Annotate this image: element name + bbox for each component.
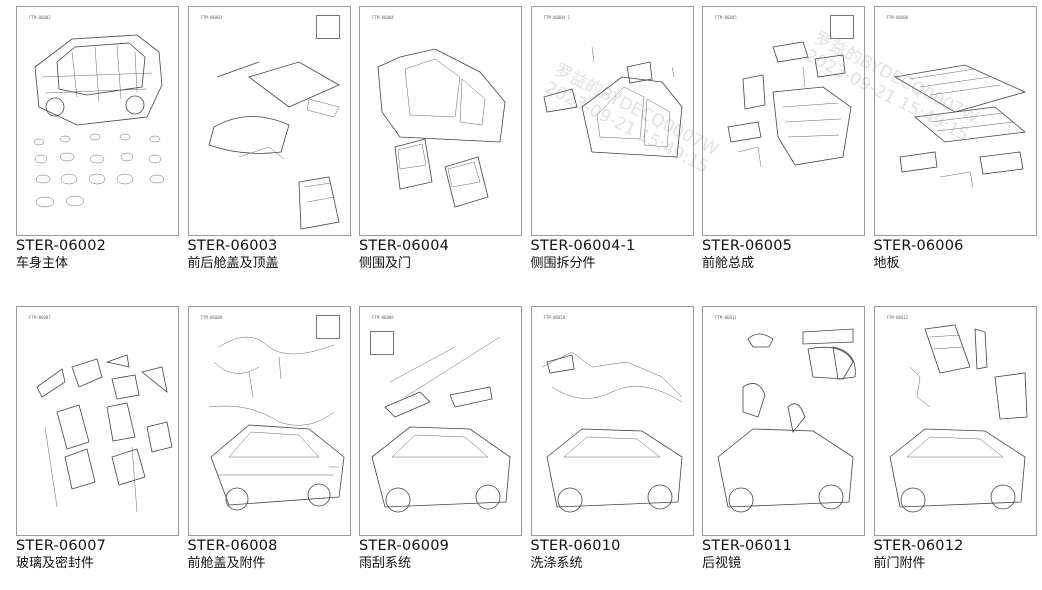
part-code: STER-06004-1 — [530, 238, 636, 254]
drawing-id-label: FTM-06003 — [200, 15, 223, 20]
diagram-thumbnail[interactable]: FTM-06011 — [702, 306, 865, 536]
diagram-thumbnail[interactable]: FTM-06010 — [530, 306, 694, 536]
part-name: 地板 — [873, 256, 900, 271]
side-panel-split-diagram — [543, 46, 682, 158]
part-name: 前舱盖及附件 — [187, 556, 266, 571]
diagram-thumbnail[interactable]: FTM-06004-1 — [530, 6, 694, 236]
drawing-id-label: FTM-06004-1 — [543, 15, 571, 20]
part-preview-icon — [370, 331, 394, 355]
part-code: STER-06009 — [359, 538, 450, 554]
part-code: STER-06002 — [16, 238, 107, 254]
part-code: STER-06006 — [873, 238, 964, 254]
drawing-id-label: FTM-06008 — [200, 315, 223, 320]
part-code: STER-06010 — [530, 538, 621, 554]
catalog-card[interactable]: FTM-06011 STER-06011 后视镜 — [702, 306, 865, 582]
part-name: 洗涤系统 — [530, 556, 583, 571]
catalog-card[interactable]: FTM-06006 STER-06006 地板 — [873, 6, 1037, 282]
part-name: 后视镜 — [702, 556, 742, 571]
drawing-id-label: FTM-06005 — [715, 15, 737, 20]
drawing-id-label: FTM-06006 — [886, 15, 909, 20]
drawing-id-label: FTM-06007 — [29, 315, 51, 320]
rear-view-mirror-diagram — [717, 328, 856, 513]
body-in-white-diagram — [33, 34, 165, 208]
washer-system-diagram — [541, 351, 682, 513]
diagram-thumbnail[interactable]: FTM-06005 — [702, 6, 865, 236]
diagram-thumbnail[interactable]: FTM-06002 — [16, 6, 179, 236]
drawing-id-label: FTM-06012 — [886, 315, 909, 320]
part-code: STER-06011 — [702, 538, 793, 554]
diagram-thumbnail[interactable]: FTM-06006 — [873, 6, 1037, 236]
diagram-thumbnail[interactable]: FTM-06009 — [359, 306, 522, 536]
part-name: 车身主体 — [16, 256, 69, 271]
part-preview-icon — [315, 315, 340, 339]
catalog-card[interactable]: FTM-06005 STER-06005 前舱总成 — [702, 6, 865, 282]
part-code: STER-06007 — [16, 538, 107, 554]
catalog-card[interactable]: FTM-06003 STER-06003 前后舱盖及顶盖 — [187, 6, 351, 282]
part-code: STER-06005 — [702, 238, 793, 254]
wiper-system-diagram — [371, 336, 511, 513]
catalog-card[interactable]: FTM-06012 STER-06012 前门附件 — [873, 306, 1037, 582]
part-name: 侧围拆分件 — [530, 256, 596, 271]
diagram-thumbnail[interactable]: FTM-06008 — [187, 306, 351, 536]
drawing-id-label: FTM-06002 — [29, 15, 51, 20]
part-name: 玻璃及密封件 — [16, 556, 95, 571]
part-name: 前门附件 — [873, 556, 926, 571]
catalog-card[interactable]: FTM-06010 STER-06010 洗涤系统 — [530, 306, 694, 582]
drawing-id-label: FTM-06004 — [372, 15, 394, 20]
hood-roof-diagram — [208, 61, 340, 230]
diagram-thumbnail[interactable]: FTM-06012 — [873, 306, 1037, 536]
catalog-card[interactable]: FTM-06004-1 STER-06004-1 侧围拆分件 — [530, 6, 694, 282]
catalog-card[interactable]: FTM-06007 STER-06007 玻璃及密封件 — [16, 306, 179, 582]
part-code: STER-06003 — [187, 238, 278, 254]
part-name: 侧围及门 — [359, 256, 412, 271]
part-preview-icon — [830, 15, 854, 39]
glass-seals-diagram — [36, 354, 173, 513]
side-panel-doors-diagram — [377, 48, 506, 208]
catalog-card[interactable]: FTM-06008 STER-06008 前舱盖及附件 — [187, 306, 351, 582]
front-door-accessories-diagram — [889, 324, 1027, 513]
drawing-id-label: FTM-06009 — [372, 315, 394, 320]
drawing-id-label: FTM-06011 — [715, 315, 737, 320]
diagram-thumbnail[interactable]: FTM-06004 — [359, 6, 522, 236]
drawing-id-label: FTM-06010 — [543, 315, 566, 320]
catalog-card[interactable]: FTM-06002 STER-06002 车身主体 — [16, 6, 179, 282]
catalog-card[interactable]: FTM-06009 STER-06009 雨刮系统 — [359, 306, 522, 582]
floor-diagram — [893, 64, 1026, 188]
diagram-thumbnail[interactable]: FTM-06007 — [16, 306, 179, 536]
hood-accessories-diagram — [208, 336, 344, 511]
catalog-grid: FTM-06002 STER-06002 车身主体 FTM-06003 STER… — [16, 6, 1037, 582]
part-preview-icon — [315, 15, 340, 39]
part-name: 前舱总成 — [702, 256, 755, 271]
part-name: 前后舱盖及顶盖 — [187, 256, 279, 271]
part-name: 雨刮系统 — [359, 556, 412, 571]
part-code: STER-06012 — [873, 538, 964, 554]
front-compartment-diagram — [727, 41, 852, 168]
part-code: STER-06008 — [187, 538, 278, 554]
diagram-thumbnail[interactable]: FTM-06003 — [187, 6, 351, 236]
part-code: STER-06004 — [359, 238, 450, 254]
catalog-card[interactable]: FTM-06004 STER-06004 侧围及门 — [359, 6, 522, 282]
